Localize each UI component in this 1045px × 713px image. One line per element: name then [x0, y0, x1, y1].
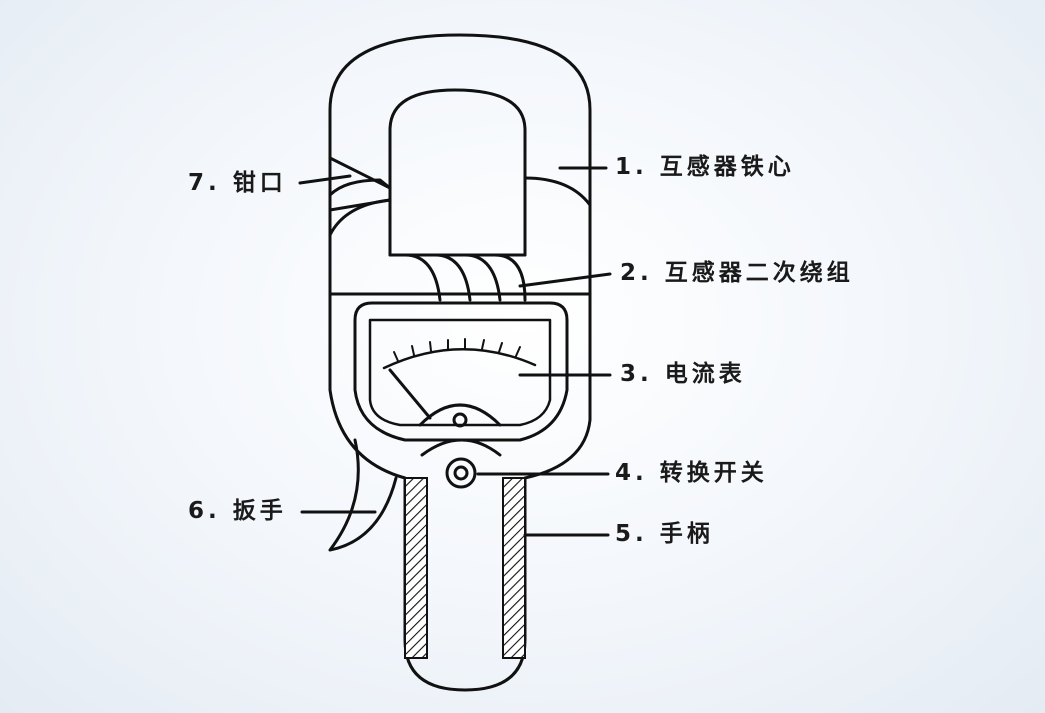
- jaw-right-shoulder: [523, 176, 592, 207]
- leader-jaw: [298, 174, 352, 185]
- meter-needle: [388, 368, 432, 420]
- label-winding: 2. 互感器二次绕组: [620, 260, 854, 286]
- meter-face: [368, 318, 552, 427]
- label-jaw: 7. 钳口: [188, 170, 287, 196]
- label-core: 1. 互感器铁心: [615, 154, 795, 180]
- label-meter: 3. 电流表: [620, 361, 746, 387]
- meter-pivot-mount: [418, 403, 502, 427]
- trigger: [328, 438, 398, 552]
- transformer-core: [388, 88, 527, 257]
- switch-guide: [420, 438, 502, 457]
- handle-grip-right: [502, 477, 526, 659]
- handle-grip-left: [404, 477, 428, 659]
- meter-housing: [353, 301, 569, 442]
- meter-pivot: [452, 412, 468, 428]
- label-switch: 4. 转换开关: [615, 460, 768, 486]
- label-trigger: 6. 扳手: [188, 498, 287, 524]
- meter-scale: [382, 347, 537, 370]
- secondary-winding: [388, 253, 527, 302]
- jaw-left-shoulder: [328, 198, 392, 237]
- jaw: [328, 156, 392, 212]
- leader-winding: [518, 272, 612, 288]
- label-handle: 5. 手柄: [615, 521, 714, 547]
- switch-knob: [445, 457, 477, 489]
- switch-knob-center: [453, 465, 469, 481]
- meter-ticks: [393, 338, 521, 362]
